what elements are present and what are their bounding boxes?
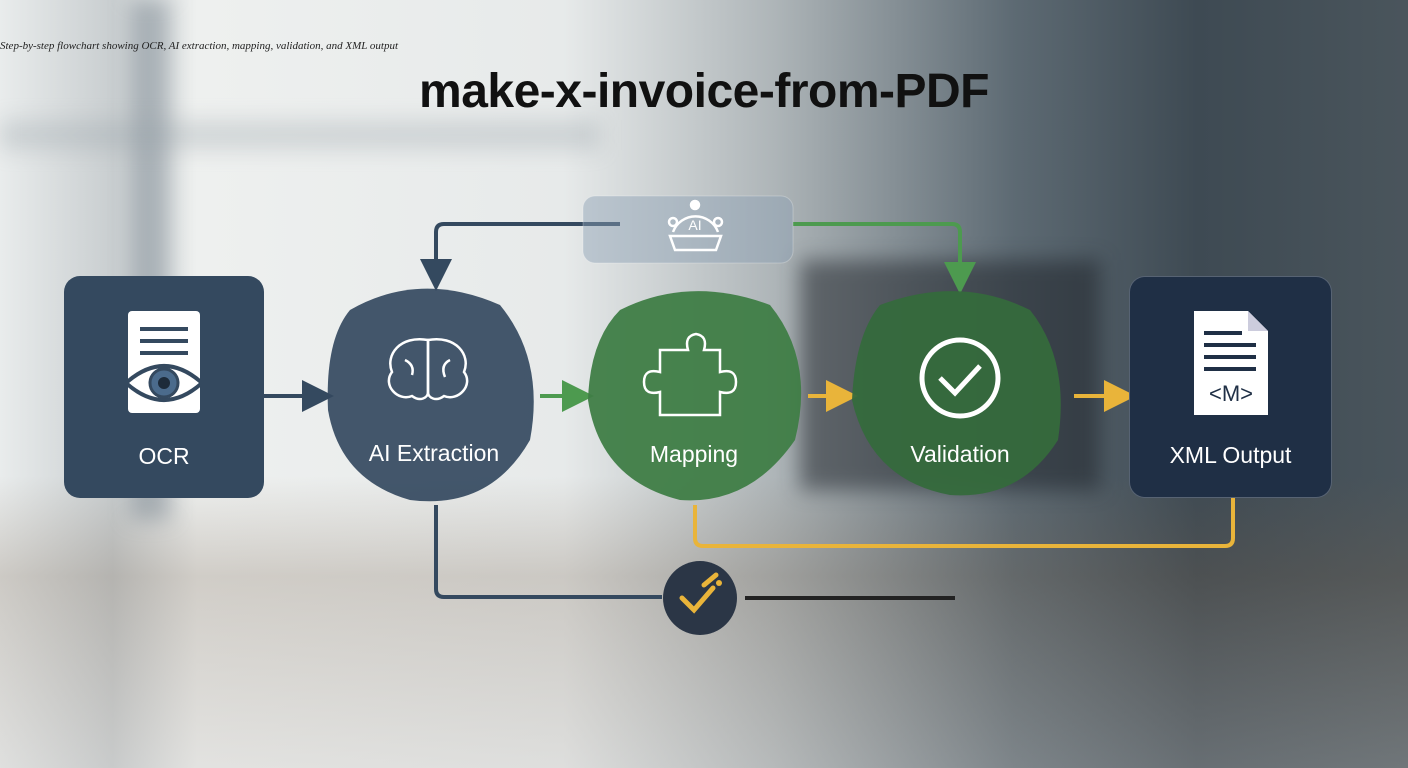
ai-badge-text: AI [688, 217, 701, 233]
ai-badge-box [582, 195, 794, 264]
step-xml-output: <M> XML Output [1129, 276, 1332, 498]
step-mapping-label: Mapping [649, 441, 739, 467]
step-ocr: OCR [64, 276, 264, 498]
feedback-arrow-to-validation [793, 222, 976, 294]
background-window [0, 120, 600, 150]
step-validation-label: Validation [910, 441, 1010, 467]
caption: Step-by-step flowchart showing OCR, AI e… [0, 40, 399, 52]
brain-icon [387, 337, 469, 401]
check-badge [663, 561, 737, 635]
page-title: make-x-invoice-from-PDF [419, 65, 989, 118]
step-label: OCR [138, 443, 190, 469]
mapping-blob [588, 291, 802, 501]
blue-loop [434, 505, 662, 599]
feedback-arrow-to-extraction [420, 222, 620, 291]
check-circle-icon [919, 337, 1001, 419]
puzzle-icon [642, 332, 738, 417]
ai-network-icon [667, 199, 724, 252]
step-label: XML Output [1169, 442, 1292, 468]
extraction-blob [327, 288, 534, 502]
document-eye-icon [126, 311, 202, 413]
xml-document-icon: <M> [1193, 311, 1268, 415]
step-ai-extraction-label: AI Extraction [368, 440, 500, 466]
check-sparkle-icon [679, 572, 719, 614]
svg-text:<M>: <M> [1208, 381, 1252, 406]
orange-loop [693, 498, 1235, 548]
